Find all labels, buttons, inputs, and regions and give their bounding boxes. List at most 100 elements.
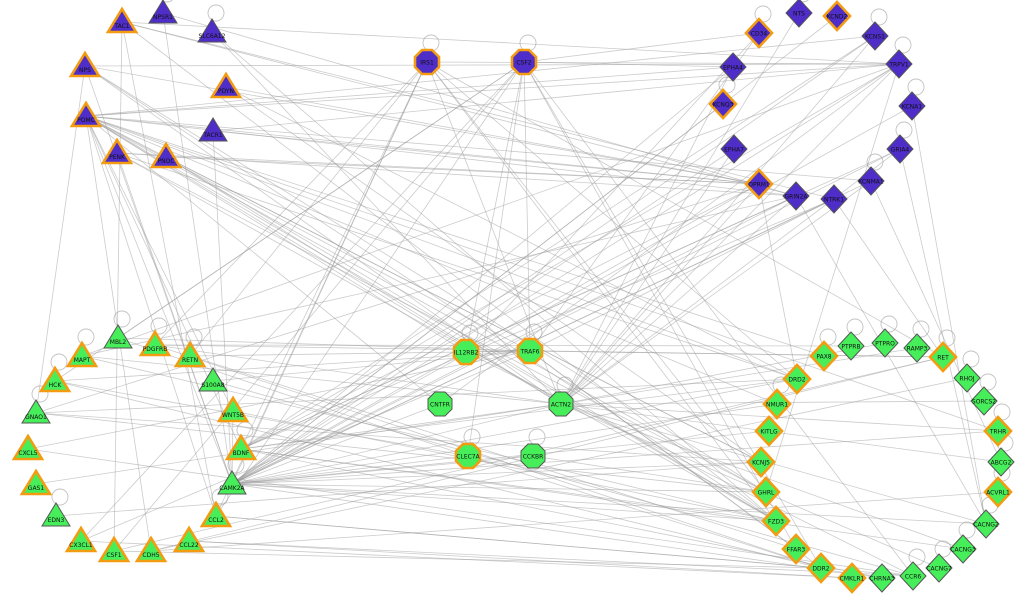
node-TRHR[interactable]: TRHR	[983, 415, 1013, 447]
node-shape-EPHA7[interactable]	[720, 134, 748, 164]
node-CSF2[interactable]: CSF2	[510, 48, 538, 76]
node-KCND2[interactable]: KCND2	[822, 0, 852, 32]
node-shape-CACNG3[interactable]	[949, 534, 977, 564]
node-ACVRL1[interactable]: ACVRL1	[983, 476, 1013, 508]
node-shape-DRD2[interactable]	[782, 363, 812, 395]
node-shape-KCNQ3[interactable]	[708, 88, 738, 120]
node-IL12RB2[interactable]: IL12RB2	[452, 338, 480, 366]
node-shape-RAMP3[interactable]	[903, 333, 931, 363]
node-PDYN[interactable]: PDYN	[209, 71, 243, 99]
node-PENK[interactable]: PENK	[100, 137, 134, 165]
node-shape-FFAR3[interactable]	[781, 533, 811, 565]
node-shape-SLC6A12[interactable]	[197, 18, 227, 43]
node-ACTN2[interactable]: ACTN2	[548, 391, 574, 417]
node-shape-RETN[interactable]	[173, 340, 207, 368]
node-shape-KCNJ5[interactable]	[746, 446, 776, 478]
node-shape-TAC1[interactable]	[105, 6, 139, 34]
node-shape-IRS1[interactable]	[413, 48, 441, 76]
node-PDGFRB[interactable]: PDGFRB	[138, 329, 172, 357]
node-shape-DDR2[interactable]	[806, 552, 836, 584]
node-SORCS2[interactable]: SORCS2	[970, 386, 998, 416]
node-IRS1[interactable]: IRS1	[413, 48, 441, 76]
node-shape-NPS[interactable]	[68, 50, 102, 78]
node-shape-NTS[interactable]	[785, 0, 813, 28]
node-RAMP3[interactable]: RAMP3	[903, 333, 931, 363]
node-shape-TRPV1[interactable]	[885, 49, 913, 79]
node-MBL2[interactable]: MBL2	[103, 324, 133, 349]
node-shape-CCL22[interactable]	[172, 525, 206, 553]
node-shape-KCNA1[interactable]	[898, 91, 926, 121]
node-CSF1[interactable]: CSF1	[97, 535, 131, 563]
node-GRIA4[interactable]: GRIA4	[886, 134, 914, 164]
node-GHRL[interactable]: GHRL	[751, 476, 781, 508]
node-NPSR1[interactable]: NPSR1	[148, 0, 178, 24]
node-shape-TACR1[interactable]	[198, 117, 228, 142]
node-shape-CCKBR[interactable]	[520, 443, 546, 469]
node-shape-BDNF[interactable]	[224, 433, 258, 461]
node-POMC[interactable]: POMC	[69, 100, 103, 128]
node-shape-NPSR1[interactable]	[148, 0, 178, 24]
node-shape-PTPRB[interactable]	[837, 331, 865, 361]
node-shape-CSF1[interactable]	[97, 535, 131, 563]
node-CHRNA3[interactable]: CHRNA3	[868, 563, 896, 593]
node-shape-CCR6[interactable]	[899, 561, 927, 591]
node-CCKBR[interactable]: CCKBR	[520, 443, 546, 469]
node-shape-RHOJ[interactable]	[953, 363, 981, 393]
node-shape-HCK[interactable]	[38, 365, 72, 393]
node-CACNG3[interactable]: CACNG3	[949, 534, 977, 564]
node-KCNQ3[interactable]: KCNQ3	[708, 88, 738, 120]
node-TAC1[interactable]: TAC1	[105, 6, 139, 34]
node-shape-MBL2[interactable]	[103, 324, 133, 349]
node-shape-WNT5B[interactable]	[216, 395, 250, 423]
node-shape-GNAO1[interactable]	[21, 399, 51, 424]
node-shape-CD34[interactable]	[744, 17, 774, 49]
node-CCL2[interactable]: CCL2	[199, 500, 233, 528]
node-CX3CL1[interactable]: CX3CL1	[64, 525, 98, 553]
node-shape-PTPRO[interactable]	[871, 328, 899, 358]
node-shape-PDYN[interactable]	[209, 71, 243, 99]
node-shape-ABCG2[interactable]	[987, 447, 1015, 477]
node-shape-PNOC[interactable]	[149, 141, 183, 169]
node-KCNS1[interactable]: KCNS1	[861, 21, 889, 51]
node-shape-POMC[interactable]	[69, 100, 103, 128]
node-shape-TRAF6[interactable]	[516, 337, 544, 365]
node-CACNG2[interactable]: CACNG2	[972, 509, 1000, 539]
node-shape-PDGFRB[interactable]	[138, 329, 172, 357]
node-shape-CSF2[interactable]	[510, 48, 538, 76]
node-HCK[interactable]: HCK	[38, 365, 72, 393]
node-DDR2[interactable]: DDR2	[806, 552, 836, 584]
node-shape-KITLG[interactable]	[754, 415, 784, 447]
node-shape-CCL2[interactable]	[199, 500, 233, 528]
node-CNTFR[interactable]: CNTFR	[427, 391, 453, 417]
node-shape-CACNG7[interactable]	[925, 553, 953, 583]
node-KCNMA1[interactable]: KCNMA1	[857, 166, 885, 196]
node-shape-ACTN2[interactable]	[548, 391, 574, 417]
node-NTS[interactable]: NTS	[785, 0, 813, 28]
node-SLC6A12[interactable]: SLC6A12	[197, 18, 227, 43]
node-WNT5B[interactable]: WNT5B	[216, 395, 250, 423]
node-KCNJ5[interactable]: KCNJ5	[746, 446, 776, 478]
node-shape-RET[interactable]	[928, 341, 958, 373]
node-shape-GAS1[interactable]	[19, 468, 53, 496]
node-shape-PAX8[interactable]	[809, 340, 839, 372]
node-shape-CLEC7A[interactable]	[454, 442, 482, 470]
node-shape-CX3CL1[interactable]	[64, 525, 98, 553]
node-shape-GRIA4[interactable]	[886, 134, 914, 164]
node-CLEC7A[interactable]: CLEC7A	[454, 442, 482, 470]
node-shape-IL12RB2[interactable]	[452, 338, 480, 366]
node-EDN3[interactable]: EDN3	[41, 502, 71, 527]
node-KITLG[interactable]: KITLG	[754, 415, 784, 447]
node-KCNA1[interactable]: KCNA1	[898, 91, 926, 121]
node-FZD3[interactable]: FZD3	[761, 505, 791, 537]
node-shape-S100A8[interactable]	[198, 367, 228, 392]
node-NMUR1[interactable]: NMUR1	[762, 388, 792, 420]
node-shape-TRHR[interactable]	[983, 415, 1013, 447]
node-CCR6[interactable]: CCR6	[899, 561, 927, 591]
node-CDH5[interactable]: CDH5	[134, 535, 168, 563]
node-shape-NMUR1[interactable]	[762, 388, 792, 420]
node-shape-CHRNA3[interactable]	[868, 563, 896, 593]
node-shape-CXCL5[interactable]	[11, 433, 45, 461]
node-CXCL5[interactable]: CXCL5	[11, 433, 45, 461]
node-shape-CNTFR[interactable]	[427, 391, 453, 417]
